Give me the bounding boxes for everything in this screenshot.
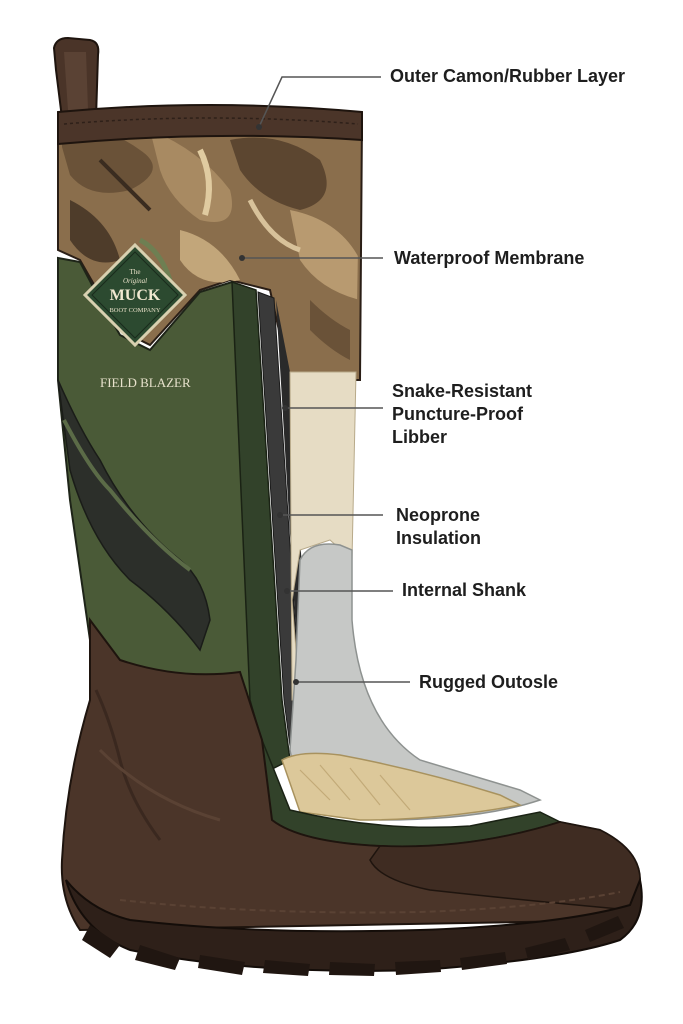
brand-name: MUCK	[110, 287, 161, 304]
callout-internal-shank: Internal Shank	[402, 579, 526, 602]
callout-puncture-liner: Snake-Resistant Puncture-Proof Libber	[392, 380, 532, 449]
brand-tagline-line1: The	[130, 268, 141, 276]
callout-rugged-outsole: Rugged Outosle	[419, 671, 558, 694]
brand-tagline-line2: Original	[123, 277, 147, 285]
brand-company: BOOT COMPANY	[109, 307, 160, 314]
callout-waterproof-membrane: Waterproof Membrane	[394, 247, 584, 270]
callout-outer-layer: Outer Camon/Rubber Layer	[390, 65, 625, 88]
callout-neoprene-insulation: Neoprone Insulation	[396, 504, 481, 550]
model-name: FIELD BLAZER	[100, 375, 191, 390]
